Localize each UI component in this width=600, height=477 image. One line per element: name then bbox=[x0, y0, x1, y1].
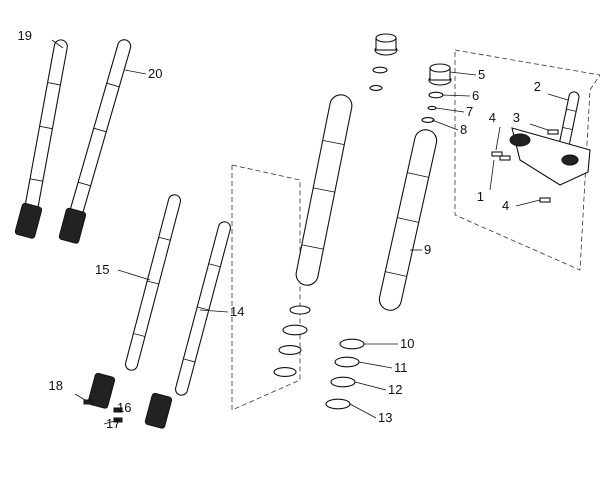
ring-left-a bbox=[289, 305, 311, 315]
fork-tube-15 bbox=[124, 194, 182, 371]
oring-6 bbox=[428, 91, 444, 99]
slider-19 bbox=[14, 202, 43, 239]
slider-20 bbox=[58, 207, 87, 244]
outer-tube-9-right-band bbox=[407, 172, 429, 178]
callout-11: 11 bbox=[394, 360, 408, 375]
callout-5: 5 bbox=[478, 67, 485, 82]
leader-line-4 bbox=[495, 126, 501, 151]
steering-stem-2-band bbox=[566, 108, 577, 112]
bolt-18 bbox=[83, 399, 93, 405]
callout-15: 15 bbox=[95, 262, 109, 277]
ring-10 bbox=[339, 338, 365, 350]
bolt-1a bbox=[491, 151, 503, 157]
dashed-outline-right bbox=[454, 49, 600, 271]
leader-line-8 bbox=[431, 119, 459, 131]
leader-line-5 bbox=[449, 71, 477, 76]
callout-18: 18 bbox=[49, 378, 63, 393]
fork-leg-20 bbox=[68, 39, 132, 221]
triple-clamp bbox=[511, 127, 591, 186]
outer-tube-9-left bbox=[295, 94, 353, 286]
callout-17: 17 bbox=[106, 416, 120, 431]
washer-left bbox=[369, 85, 383, 91]
clamp-hole-stem bbox=[561, 154, 579, 166]
fork-tube-15-band bbox=[147, 280, 159, 285]
seal-13 bbox=[325, 398, 351, 410]
outer-tube-9-right-band bbox=[397, 217, 419, 223]
bolt-4 bbox=[539, 197, 551, 203]
leader-line-17 bbox=[103, 419, 119, 425]
clamp-hole-left bbox=[509, 133, 531, 147]
leader-line-12 bbox=[354, 381, 387, 391]
leader-line-15 bbox=[117, 269, 151, 281]
fork-tube-14-band bbox=[197, 306, 209, 311]
fork-tube-15-band bbox=[158, 236, 171, 241]
slider-15 bbox=[87, 372, 116, 409]
callout-4: 4 bbox=[489, 110, 496, 125]
clip-7 bbox=[427, 105, 437, 111]
leader-line-16 bbox=[113, 407, 121, 411]
callout-12: 12 bbox=[388, 382, 402, 397]
callout-13: 13 bbox=[378, 410, 392, 425]
callout-19: 19 bbox=[18, 28, 32, 43]
fork-tube-14-band bbox=[183, 358, 196, 363]
slider-14 bbox=[144, 392, 173, 429]
outer-tube-9-left-band bbox=[313, 187, 335, 193]
callout-1: 1 bbox=[477, 189, 484, 204]
callout-6: 6 bbox=[472, 88, 479, 103]
washer-8 bbox=[421, 117, 435, 123]
fork-leg-19-band bbox=[39, 125, 53, 130]
top-cap-5-top bbox=[429, 63, 451, 73]
callout-7: 7 bbox=[466, 104, 473, 119]
callout-2: 2 bbox=[534, 79, 541, 94]
seal-11 bbox=[334, 356, 360, 368]
callout-10: 10 bbox=[400, 336, 414, 351]
callout-9: 9 bbox=[424, 242, 431, 257]
callout-4: 4 bbox=[502, 198, 509, 213]
callout-3: 3 bbox=[513, 110, 520, 125]
ring-12 bbox=[330, 376, 356, 388]
outer-tube-9-right-band bbox=[385, 271, 407, 277]
leader-line-1 bbox=[489, 159, 495, 191]
fork-tube-14-band bbox=[208, 263, 221, 268]
fork-leg-20-band bbox=[106, 82, 120, 88]
outer-tube-9-left-band bbox=[301, 244, 324, 250]
fork-leg-19-band bbox=[47, 82, 61, 86]
fork-tube-14 bbox=[174, 221, 232, 396]
leader-line-4 bbox=[515, 199, 541, 207]
washer-16 bbox=[113, 407, 123, 413]
dashed-group-outlines bbox=[231, 49, 600, 411]
leader-line-7 bbox=[435, 107, 465, 113]
ring-left-c bbox=[278, 345, 302, 355]
fork-leg-19-band bbox=[29, 178, 43, 182]
seal-left-b bbox=[282, 324, 308, 336]
leader-line-13 bbox=[349, 403, 377, 419]
fork-leg-20-band bbox=[78, 181, 91, 187]
leader-line-2 bbox=[547, 93, 569, 101]
dashed-outline-left bbox=[231, 164, 301, 411]
leader-line-14 bbox=[199, 309, 229, 313]
bolt-3 bbox=[547, 129, 559, 135]
leader-line-11 bbox=[358, 361, 393, 369]
fork-leg-19 bbox=[24, 39, 68, 216]
leader-line-19 bbox=[51, 39, 64, 49]
fork-tube-15-band bbox=[133, 333, 146, 337]
leader-line-20 bbox=[124, 69, 147, 75]
callout-20: 20 bbox=[148, 66, 162, 81]
callout-16: 16 bbox=[117, 400, 131, 415]
seal-left-d bbox=[273, 367, 297, 377]
callout-14: 14 bbox=[230, 304, 244, 319]
oring-left bbox=[372, 66, 388, 74]
fork-leg-20-band bbox=[93, 127, 107, 133]
outer-tube-9-right bbox=[378, 129, 438, 311]
leader-line-18 bbox=[74, 393, 86, 401]
bolt-1b bbox=[499, 155, 511, 161]
leader-line-6 bbox=[441, 94, 471, 97]
outer-tube-9-left-band bbox=[322, 139, 345, 146]
leader-line-3 bbox=[529, 123, 549, 131]
steering-stem-2-band bbox=[562, 127, 573, 130]
callout-8: 8 bbox=[460, 122, 467, 137]
top-cap-left-top bbox=[375, 33, 397, 43]
